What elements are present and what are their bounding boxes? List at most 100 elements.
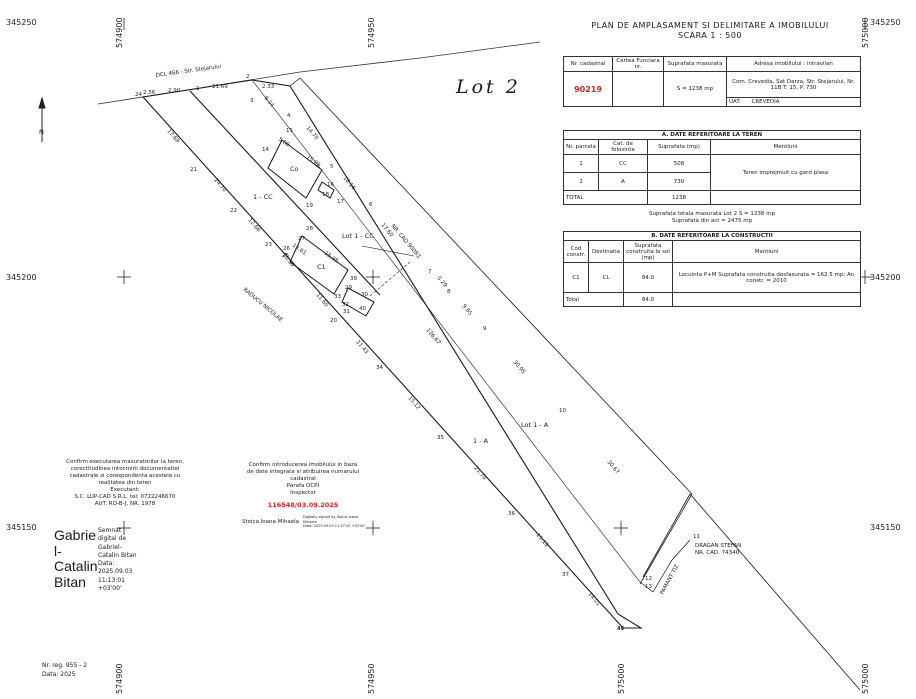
neighbor-dragan: DRAGAN STEFAN NR. CAD. 74340 xyxy=(695,543,741,557)
confirm-ocpi: Confirm introducerea imobilului in baza … xyxy=(228,462,378,509)
table-a-note-2: Suprafata din act = 2475 mp xyxy=(671,218,753,224)
grid-label-x: 575000 xyxy=(861,17,870,48)
point-id: 20 xyxy=(330,318,337,324)
lot-label-1-a: Lot 1 - A xyxy=(521,421,549,429)
point-id: 6 xyxy=(369,202,373,208)
table-b-total-empty xyxy=(672,292,861,307)
measure-label: 11.43 xyxy=(354,339,369,355)
point-id: 3 xyxy=(250,98,254,104)
measure-label: 2.90 xyxy=(168,88,181,94)
table-a-heading: A. DATE REFERITOARE LA TEREN xyxy=(563,130,861,140)
uat-row: UAT: CREVEDIA xyxy=(726,97,861,107)
point-id: 12 xyxy=(645,576,652,582)
confirm-left-line: realitatea din teren xyxy=(98,480,152,486)
signature-info-line: 11:13:01 xyxy=(98,576,125,584)
grid-labels: 345250 345250 345200 345200 345150 34515… xyxy=(6,17,901,694)
measure-label: 15.13 xyxy=(534,532,549,548)
header-col-adresa: Adresa imobilului : intravilan xyxy=(726,56,861,72)
suprafata-value: S = 1238 mp xyxy=(663,71,727,107)
building-c1 xyxy=(289,235,375,317)
table-a-suprafata: 508 xyxy=(647,154,711,173)
executant-label: Executant: xyxy=(110,487,140,493)
point-id: 39 xyxy=(350,276,357,282)
table-b-mentiuni: Locuinta P+M Suprafata construita desfas… xyxy=(672,262,861,293)
neighbor-dragan-name: DRAGAN STEFAN xyxy=(695,543,742,549)
table-a-col-categorie: Cat. de folosinta xyxy=(598,139,648,155)
cadastral-number: 90219 xyxy=(563,71,613,107)
north-arrow-icon: N xyxy=(38,96,46,142)
signer-note: Date: 2025.09.03 11:57:20 +03'00' xyxy=(303,524,366,528)
measure-label: 11.69 xyxy=(212,84,228,90)
measure-label: 9.85 xyxy=(460,303,473,317)
measure-label: 30.67 xyxy=(605,459,620,475)
point-id: 19 xyxy=(306,203,313,209)
table-b-total-label: Total xyxy=(563,292,624,307)
grid-label-x: 575000 xyxy=(861,663,870,694)
table-a-col-mentiuni: Mentiuni xyxy=(710,139,861,155)
point-id: 14 xyxy=(262,147,269,153)
measure-label: 21.70 xyxy=(472,465,487,481)
measure-label: 30.95 xyxy=(511,359,526,375)
table-a-note-1: Suprafata totala masurata Lot 2 S = 1238… xyxy=(648,211,776,217)
point-id: 40 xyxy=(359,306,366,312)
grid-label-y: 345150 xyxy=(870,523,901,532)
confirm-executant: Confirm executarea masuratorilor la tere… xyxy=(40,459,210,508)
header-col-cartea: Cartea Funciara nr. xyxy=(612,56,664,72)
point-id: 41 xyxy=(617,626,624,632)
point-id: 10 xyxy=(559,408,566,414)
registration-footer: Nr. reg. 955 - 2 Data: 2025 xyxy=(42,661,87,679)
parafa-label: Parafa OCPI xyxy=(286,483,320,489)
table-a-col-parcela: Nr. parcela xyxy=(563,139,599,155)
table-b-col-destinatia: Destinatia xyxy=(588,240,624,263)
point-id: 9 xyxy=(483,326,487,332)
measure-label: 2.33 xyxy=(262,84,275,90)
title-line-2: SCARA 1 : 500 xyxy=(677,31,743,40)
confirm-mid-line: de date integrata si atribuirea numarulu… xyxy=(246,469,360,475)
grid-label-x: 574950 xyxy=(367,17,376,48)
measure-label: 24.70 xyxy=(212,177,227,193)
table-b-col-mentiuni: Mentiuni xyxy=(672,240,861,263)
point-id: 1 xyxy=(196,86,200,92)
footer-date: Data: 2025 xyxy=(42,671,76,678)
executant-value: S.C. LUP-CAD S.R.L. tel: 0722246670 xyxy=(74,494,176,500)
point-id: 11 xyxy=(693,534,700,540)
inspector-name: Stoica Ioana Mihaela xyxy=(242,519,300,525)
table-b-suprafata: 84.0 xyxy=(623,262,673,293)
table-a-notes: Suprafata totala masurata Lot 2 S = 1238… xyxy=(563,211,861,225)
signature-name: Gabrie l- Catalin Bitan xyxy=(54,527,104,590)
signature-info-line: 2025.09.03 xyxy=(98,568,133,576)
grid-label-y: 345200 xyxy=(870,273,901,282)
table-b-heading: B. DATE REFERITOARE LA CONSTRUCTII xyxy=(563,231,861,241)
point-id: 8 xyxy=(447,289,451,295)
table-b-col-suprafata: Suprafata construita la sol (mp) xyxy=(623,240,673,263)
signature-name-line: Catalin xyxy=(54,558,98,574)
grid-label-x: 574950 xyxy=(367,663,376,694)
building-label-c1: C1 xyxy=(317,263,326,271)
point-id: 28 xyxy=(306,226,313,232)
neighbor-left-label: RADUCU NICOLAE xyxy=(242,287,284,324)
table-teren: A. DATE REFERITOARE LA TEREN Nr. parcela… xyxy=(563,130,861,205)
grid-label-x: 574900 xyxy=(115,17,124,48)
title-line-1: PLAN DE AMPLASAMENT SI DELIMITARE A IMOB… xyxy=(591,21,829,30)
confirm-left-line: cadastrale si corespondenta acesteia cu xyxy=(69,473,181,479)
measure-label: 14.01 xyxy=(586,591,601,607)
lot-2-label: Lot 2 xyxy=(456,76,521,98)
uat-label: UAT: xyxy=(729,99,741,105)
table-a-mentiuni: Teren imprejmuit cu gard plasa xyxy=(710,154,861,191)
header-table: Nr. cadastral Cartea Funciara nr. Supraf… xyxy=(563,56,861,107)
point-id: 38 xyxy=(617,626,624,632)
uat-value: CREVEDIA xyxy=(751,99,780,105)
confirm-left-line: Confirm executarea masuratorilor la tere… xyxy=(66,459,184,465)
table-constructii: B. DATE REFERITOARE LA CONSTRUCTII Cod c… xyxy=(563,231,861,307)
signature-info-line: Semnat xyxy=(98,527,122,534)
point-id: 29 xyxy=(345,285,352,291)
point-id: 15 xyxy=(286,128,293,134)
table-a-total-empty xyxy=(710,190,861,205)
pamant-label: PAMANT TIZ xyxy=(659,564,680,596)
point-id: 23 xyxy=(265,242,272,248)
measure-label: 6.14 xyxy=(262,95,275,109)
road-label: DCL 466 - Str. Stejarului xyxy=(155,64,222,79)
point-id: 31 xyxy=(343,309,350,315)
grid-label-x: 574900 xyxy=(115,663,124,694)
confirm-mid-line: Confirm introducerea imobilului in baza xyxy=(248,462,358,468)
